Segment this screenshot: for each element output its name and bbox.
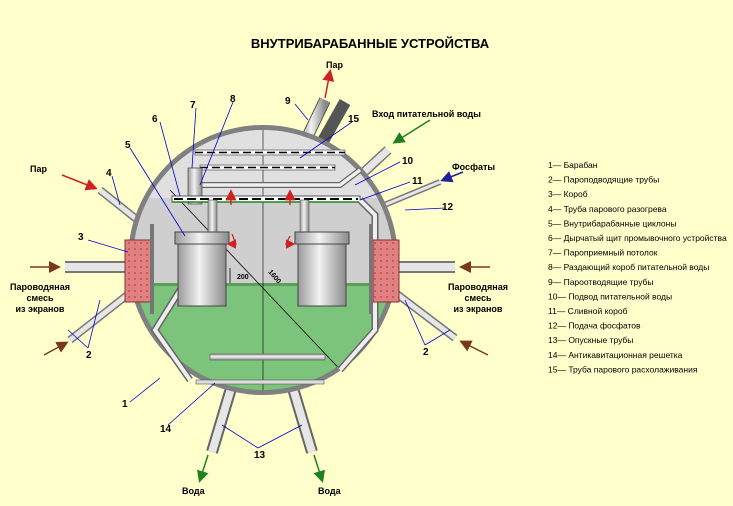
label-mixture-left-1: Пароводяная	[10, 282, 70, 292]
callout-11: 11	[412, 176, 423, 187]
legend-item: 11— Сливной короб	[548, 306, 628, 316]
callout-7: 7	[190, 100, 196, 111]
label-steam-top: Пар	[326, 60, 343, 70]
callout-9: 9	[285, 96, 291, 107]
legend-item: 13— Опускные трубы	[548, 335, 633, 345]
drum-internals: 200 1600	[124, 149, 400, 385]
callout-14: 14	[160, 424, 172, 435]
legend: 1— Барабан 2— Пароподводящие трубы 3— Коро…	[548, 160, 727, 374]
callout-numbers: 1 2 2 3 4 5 6 7 8 9 10 11 12 13 14 15	[78, 94, 454, 461]
legend-item: 12— Подача фосфатов	[548, 321, 641, 331]
legend-item: 9— Пароотводящие трубы	[548, 277, 654, 287]
callout-5: 5	[125, 140, 131, 151]
callout-lines	[67, 101, 451, 449]
legend-item: 5— Внутрибарабанные циклоны	[548, 218, 676, 228]
callout-6: 6	[152, 114, 158, 125]
callout-2-right: 2	[423, 347, 429, 358]
callout-1: 1	[122, 399, 128, 410]
legend-item: 10— Подвод питательной воды	[548, 291, 672, 301]
diagram-title: ВНУТРИБАРАБАННЫЕ УСТРОЙСТВА	[251, 36, 490, 51]
flow-arrows	[30, 69, 490, 483]
label-mixture-right-1: Пароводяная	[448, 282, 508, 292]
callout-4: 4	[106, 168, 112, 179]
label-water-right: Вода	[318, 486, 342, 496]
legend-item: 15— Труба парового расхолаживания	[548, 364, 698, 374]
legend-item: 7— Пароприемный потолок	[548, 248, 658, 258]
dimension-200: 200	[237, 274, 249, 281]
legend-item: 2— Пароподводящие трубы	[548, 175, 659, 185]
callout-3: 3	[78, 232, 84, 243]
legend-item: 1— Барабан	[548, 160, 598, 170]
callout-8: 8	[230, 94, 236, 105]
legend-item: 4— Труба парового разогрева	[548, 204, 667, 214]
label-steam-left: Пар	[30, 164, 47, 174]
label-mixture-left-2: смесь	[26, 293, 54, 303]
label-phosphates: Фосфаты	[452, 162, 495, 172]
callout-12: 12	[442, 202, 454, 213]
legend-item: 8— Раздающий короб питательной воды	[548, 262, 709, 272]
label-feedwater-inlet: Вход питательной воды	[372, 109, 481, 119]
callout-13: 13	[254, 450, 266, 461]
legend-item: 3— Короб	[548, 189, 588, 199]
label-water-left: Вода	[182, 486, 206, 496]
callout-10: 10	[402, 156, 414, 167]
legend-item: 14— Антикавитационная решетка	[548, 350, 683, 360]
legend-item: 6— Дырчатый щит промывочного устройства	[548, 233, 727, 243]
flow-labels: Пар Пар Вход питательной воды Фосфаты Па…	[10, 60, 508, 496]
label-mixture-left-3: из экранов	[16, 304, 65, 314]
label-mixture-right-2: смесь	[464, 293, 492, 303]
callout-15: 15	[348, 114, 360, 125]
callout-2-left: 2	[86, 350, 92, 361]
label-mixture-right-3: из экранов	[454, 304, 503, 314]
